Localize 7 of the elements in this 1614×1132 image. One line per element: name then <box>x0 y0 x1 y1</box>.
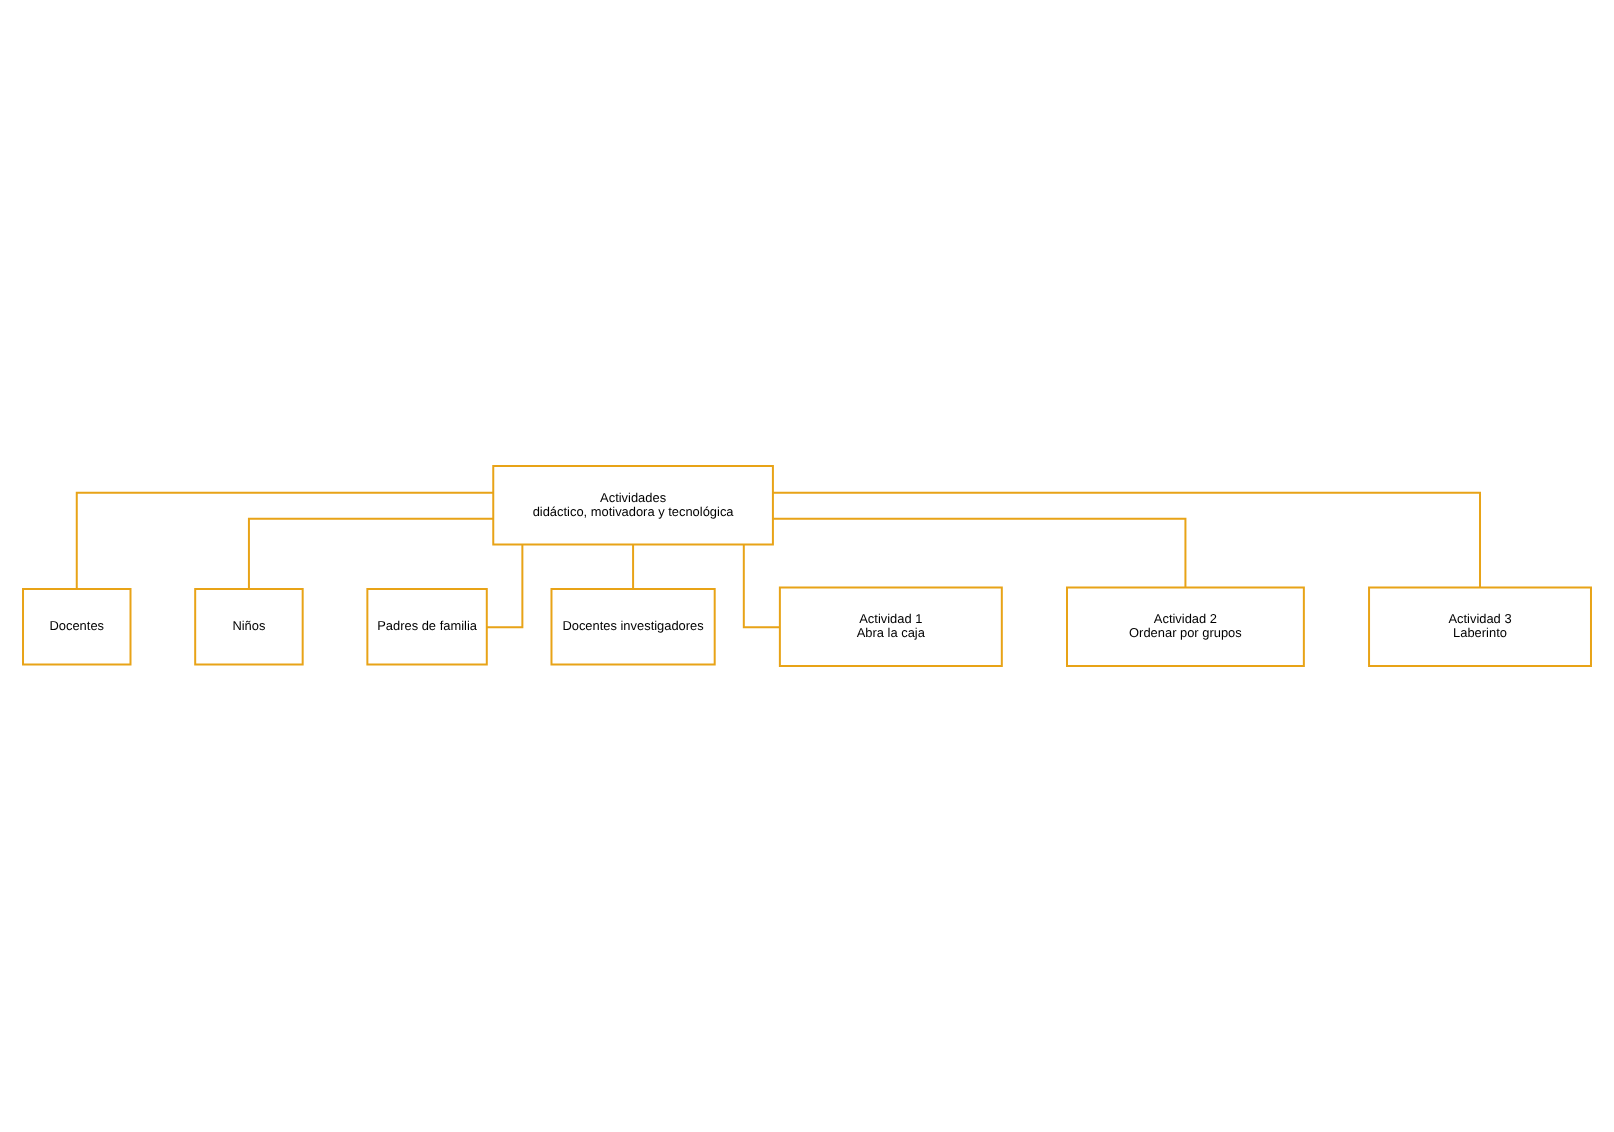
connector <box>632 543 635 590</box>
connector <box>771 491 1481 589</box>
connector <box>742 543 781 629</box>
connector <box>247 517 495 590</box>
connector <box>772 517 1187 589</box>
connector <box>75 491 495 590</box>
connector <box>485 543 524 629</box>
